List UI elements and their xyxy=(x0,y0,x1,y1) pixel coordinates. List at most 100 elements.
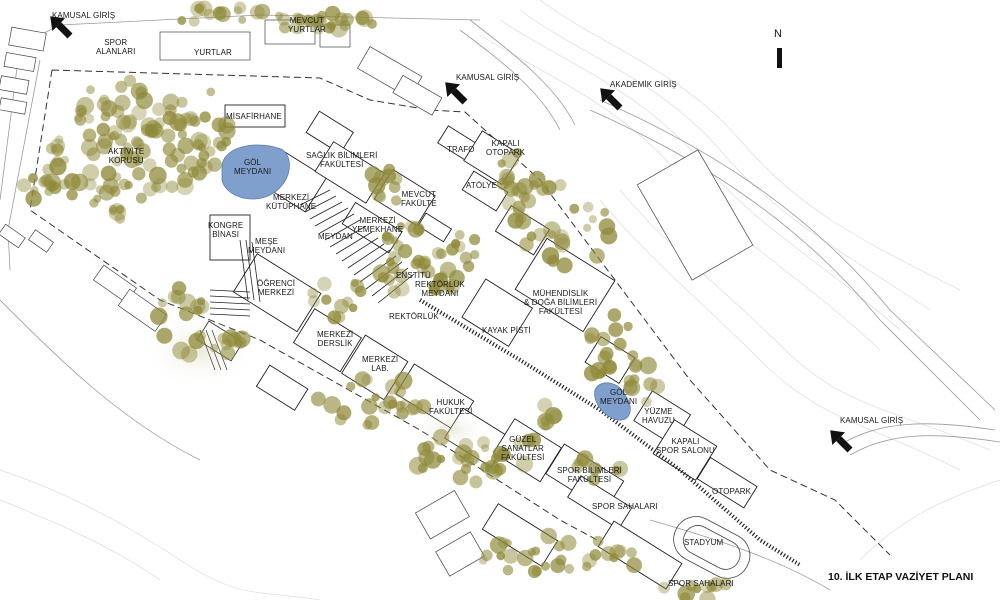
tree xyxy=(481,444,490,453)
tree xyxy=(540,561,551,571)
label-rektorluk: REKTÖRLÜK xyxy=(389,312,439,321)
tree xyxy=(602,359,618,375)
tree xyxy=(589,248,605,264)
tree xyxy=(115,205,125,214)
tree xyxy=(496,551,506,561)
tree xyxy=(177,172,194,188)
label-rektorluk-meydani: REKTÖRLÜK MEYDANI xyxy=(415,280,465,298)
label-mese-meydani: MEŞE MEYDANI xyxy=(248,237,286,255)
entrance-label-kamusal-n: KAMUSAL GİRİŞ xyxy=(456,73,520,82)
tree xyxy=(305,17,316,28)
tree xyxy=(150,307,168,326)
label-spor-sahalari-1: SPOR SAHALARI xyxy=(592,502,658,511)
tree xyxy=(368,176,386,195)
tree xyxy=(204,146,216,157)
tree xyxy=(100,100,118,117)
tree xyxy=(109,204,118,214)
tree xyxy=(378,400,392,415)
tree xyxy=(371,188,386,202)
label-muhendislik: MÜHENDİSLİK & DOĞA BİLİMLERİ FAKÜLTESİ xyxy=(524,289,598,316)
tree xyxy=(394,371,413,390)
tree xyxy=(444,282,455,293)
tree xyxy=(207,157,222,172)
tree xyxy=(443,278,460,295)
tree xyxy=(70,173,89,192)
tree xyxy=(612,460,628,477)
tree xyxy=(156,327,173,344)
tree xyxy=(612,465,622,475)
label-trafo: TRAFO xyxy=(447,145,475,154)
tree xyxy=(623,380,638,395)
tree xyxy=(294,13,306,26)
tree xyxy=(84,113,95,124)
entrance-label-kamusal-e: KAMUSAL GİRİŞ xyxy=(840,416,904,425)
tree xyxy=(220,345,236,361)
tree xyxy=(154,117,166,129)
tree xyxy=(641,396,652,408)
label-yuzme-havuzu: YÜZME HAVUZU xyxy=(642,407,675,425)
tree xyxy=(51,143,64,157)
tree xyxy=(418,449,435,466)
tree xyxy=(390,236,399,245)
tree xyxy=(679,592,691,600)
tree xyxy=(307,287,319,299)
tree xyxy=(485,459,500,474)
tree xyxy=(588,473,601,486)
tree xyxy=(275,11,284,20)
tree xyxy=(372,264,391,283)
entrance-arrow-akademik xyxy=(600,88,623,111)
label-mevcut-yurtlar: MEVCUT YURTLAR xyxy=(288,16,326,34)
tree xyxy=(317,10,327,21)
tree xyxy=(607,308,622,322)
label-spor-alanlari: SPOR ALANLARI xyxy=(96,38,136,56)
tree xyxy=(216,140,227,152)
tree xyxy=(194,3,205,14)
tree xyxy=(86,85,95,95)
label-gol-meydani-1: GÖL MEYDANI xyxy=(234,158,272,176)
tree xyxy=(206,87,216,97)
tree xyxy=(454,230,465,240)
tree-canopy xyxy=(17,0,732,600)
tree xyxy=(658,581,671,594)
tree xyxy=(226,331,242,348)
tree xyxy=(626,557,642,574)
tree xyxy=(470,250,480,260)
tree xyxy=(576,450,594,468)
tree xyxy=(417,463,428,473)
tree xyxy=(277,13,291,26)
label-ogrenci-merkezi: ÖĞRENCİ MERKEZİ xyxy=(257,279,296,297)
tree xyxy=(489,536,508,554)
tree xyxy=(628,359,643,373)
label-merkezi-kutuphane: MERKEZİ KÜTÜPHANE xyxy=(266,193,317,211)
tree xyxy=(59,179,70,190)
tree xyxy=(431,247,445,260)
tree xyxy=(140,123,154,137)
tree xyxy=(361,398,378,415)
tree xyxy=(82,128,97,143)
tree xyxy=(197,297,206,306)
tree xyxy=(66,189,78,201)
tree xyxy=(120,147,133,161)
pond-gol-meydani-north xyxy=(221,144,290,200)
tree xyxy=(569,203,580,214)
tree xyxy=(394,281,410,297)
tree xyxy=(135,192,147,204)
tree xyxy=(334,298,350,314)
tree xyxy=(111,155,123,167)
tree xyxy=(541,180,557,196)
tree xyxy=(564,563,575,574)
tree xyxy=(439,261,457,279)
tree xyxy=(556,257,573,274)
tree xyxy=(367,19,377,29)
tree xyxy=(192,305,203,316)
tree xyxy=(354,285,367,298)
pond-gol-meydani-south xyxy=(594,382,631,421)
diagonal-promenade xyxy=(418,298,802,567)
tree xyxy=(623,321,633,332)
tree xyxy=(609,544,625,560)
tree xyxy=(584,333,596,345)
tree xyxy=(432,428,450,446)
tree xyxy=(47,179,57,189)
tree xyxy=(513,437,525,449)
